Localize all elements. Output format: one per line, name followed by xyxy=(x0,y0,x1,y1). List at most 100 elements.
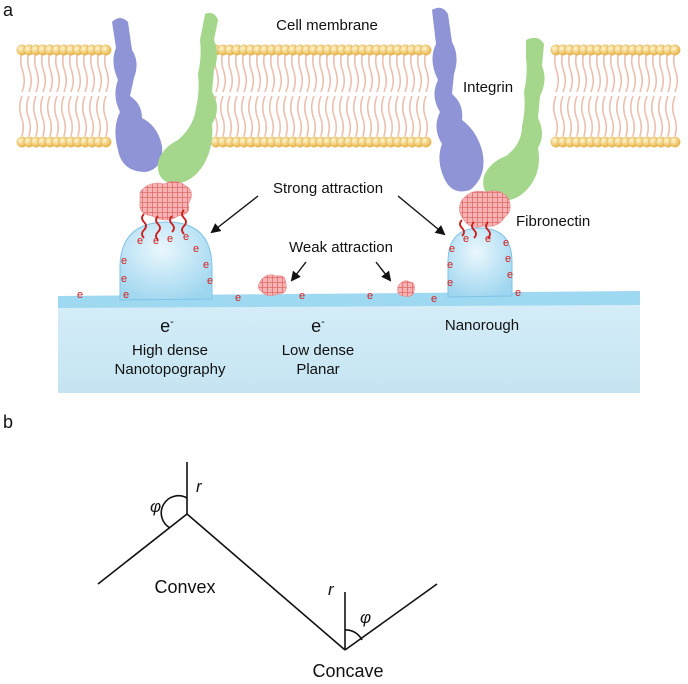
lipid-tail xyxy=(422,95,429,137)
convex-to-concave-edge xyxy=(186,513,346,651)
lipid-tail xyxy=(39,95,46,137)
lipid-tail xyxy=(423,51,430,93)
concave-label: Concave xyxy=(312,661,383,681)
electron-charge-mark: e xyxy=(153,235,159,247)
weak-attraction-arrow-right xyxy=(375,261,392,282)
lipid-tail xyxy=(644,51,651,93)
lipid-tail xyxy=(602,51,609,93)
integrin-alpha-left xyxy=(112,18,163,172)
lipid-tail xyxy=(254,95,261,137)
integrin-alpha-right xyxy=(432,7,484,192)
lipid-tail xyxy=(650,95,657,137)
electron-charge-mark: e xyxy=(463,233,469,245)
lipid-tail xyxy=(26,51,33,93)
lipid-tail xyxy=(310,95,317,137)
lipid-tail xyxy=(416,51,423,93)
lipid-tail xyxy=(289,95,296,137)
fibronectin-tethers-left xyxy=(141,209,187,241)
lipid-tail xyxy=(629,95,636,137)
lipid-tail xyxy=(651,51,658,93)
lipid-tail xyxy=(276,51,283,93)
lipid-tail xyxy=(552,95,559,137)
lipid-tail xyxy=(616,51,623,93)
lipid-tail xyxy=(247,95,254,137)
lipid-tail xyxy=(338,95,345,137)
integrin-label: Integrin xyxy=(463,79,513,96)
lipid-tail xyxy=(622,95,629,137)
convex-label: Convex xyxy=(154,577,215,597)
electron-charge-mark: e xyxy=(77,289,83,301)
lipid-tail xyxy=(671,95,678,137)
lipid-tail xyxy=(360,51,367,93)
weak-attraction-label: Weak attraction xyxy=(289,239,393,256)
lipid-tail xyxy=(61,51,68,93)
lipid-tail xyxy=(388,51,395,93)
lipid-tail xyxy=(623,51,630,93)
strong-attraction-label: Strong attraction xyxy=(273,180,383,197)
lipid-tail xyxy=(395,51,402,93)
lipid-tail xyxy=(567,51,574,93)
lipid-head xyxy=(420,44,432,56)
lipid-tail xyxy=(402,51,409,93)
lipid-tail xyxy=(46,95,53,137)
membrane-segment xyxy=(550,44,681,148)
fibronectin-cluster-left xyxy=(139,181,192,221)
lipid-tail xyxy=(608,95,615,137)
lipid-tail xyxy=(304,51,311,93)
lipid-tail xyxy=(95,95,102,137)
lipid-tail xyxy=(234,51,241,93)
lipid-tail xyxy=(275,95,282,137)
lipid-tail xyxy=(54,51,61,93)
lipid-tail xyxy=(18,95,25,137)
nanotopography-dome-left xyxy=(119,221,213,301)
lipid-tail xyxy=(657,95,664,137)
lipid-tail xyxy=(665,51,672,93)
electron-charge-mark: e xyxy=(121,273,127,285)
lipid-tail xyxy=(303,95,310,137)
lipid-tail xyxy=(40,51,47,93)
lipid-tail xyxy=(75,51,82,93)
lipid-tail xyxy=(573,95,580,137)
integrin-right xyxy=(432,7,545,201)
electron-symbol-high: e- xyxy=(160,316,174,336)
nanorough-label: Nanorough xyxy=(445,317,519,334)
electron-charge-mark: e xyxy=(485,233,491,245)
lipid-tail xyxy=(297,51,304,93)
lipid-tail xyxy=(553,51,560,93)
lipid-tail xyxy=(53,95,60,137)
lipid-tail xyxy=(664,95,671,137)
lipid-tail xyxy=(102,95,109,137)
geometry-diagram xyxy=(97,462,438,651)
lipid-tail xyxy=(374,51,381,93)
integrin-beta-left xyxy=(157,12,218,184)
electron-charge-mark: e xyxy=(121,255,127,267)
lipid-tail xyxy=(345,95,352,137)
lipid-tail xyxy=(601,95,608,137)
concave-r-label: r xyxy=(328,580,335,599)
lipid-tail xyxy=(580,95,587,137)
weak-attraction-arrow-left xyxy=(290,261,307,282)
lipid-tail xyxy=(615,95,622,137)
lipid-tail xyxy=(394,95,401,137)
convex-r-label: r xyxy=(196,477,203,496)
membrane-segment xyxy=(210,44,432,148)
convex-phi-label: φ xyxy=(150,497,161,516)
lipid-tail xyxy=(560,51,567,93)
fibronectin-label: Fibronectin xyxy=(516,213,590,230)
lipid-tail xyxy=(220,51,227,93)
electron-charge-mark: e xyxy=(137,235,143,247)
lipid-tail xyxy=(352,95,359,137)
lipid-tail xyxy=(324,95,331,137)
lipid-tail xyxy=(643,95,650,137)
lipid-tail xyxy=(82,51,89,93)
electron-charge-mark: e xyxy=(507,269,513,281)
panel-b-letter: b xyxy=(3,412,13,432)
strong-attraction-arrow-right xyxy=(397,195,446,236)
electron-charge-mark: e xyxy=(299,290,305,302)
lipid-tail xyxy=(81,95,88,137)
lipid-tail xyxy=(25,95,32,137)
lipid-head xyxy=(669,44,681,56)
nanotopography-label: Nanotopography xyxy=(115,361,226,378)
lipid-tail xyxy=(387,95,394,137)
lipid-tail xyxy=(317,95,324,137)
